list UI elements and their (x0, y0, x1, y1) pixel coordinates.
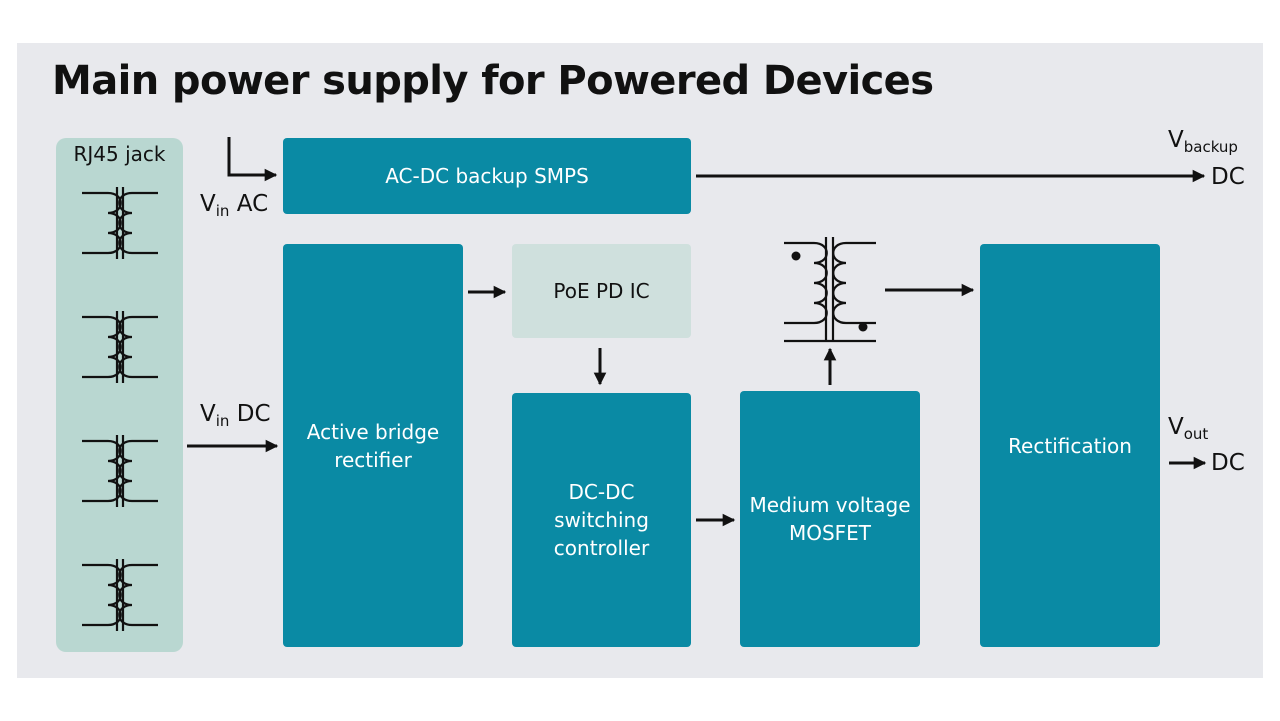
active-bridge-rectifier-block: Active bridge rectifier (283, 244, 463, 647)
active-bridge-label-line-2: rectifier (334, 447, 412, 472)
dc-dc-label-line-1: DC-DC switching (554, 480, 649, 532)
vbackup-unit-label: DC (1211, 164, 1245, 190)
mosfet-label-line-1: Medium voltage (749, 493, 911, 517)
ac-dc-backup-smps-label: AC-DC backup SMPS (385, 164, 589, 188)
rj45-jack-label: RJ45 jack (73, 142, 166, 166)
jack-transformer-icon-1 (80, 185, 160, 261)
poe-pd-ic-block: PoE PD IC (512, 244, 691, 338)
vbackup-label: Vbackup (1168, 127, 1238, 156)
active-bridge-label-line-1: Active bridge (306, 419, 440, 444)
jack-transformer-icon-4 (80, 557, 160, 633)
vout-unit-label: DC (1211, 450, 1245, 476)
isolation-transformer-icon (784, 237, 876, 343)
poe-pd-ic-label: PoE PD IC (553, 279, 650, 303)
vout-label: Vout (1168, 414, 1209, 443)
vin-dc-label: Vin DC (200, 401, 271, 430)
jack-transformer-icon-2 (80, 309, 160, 385)
rectification-block: Rectification (980, 244, 1160, 647)
mosfet-label-line-2: MOSFET (788, 521, 872, 545)
diagram-title: Main power supply for Powered Devices (52, 58, 934, 104)
dc-dc-switching-controller-block: DC-DC switching controller (512, 393, 691, 647)
ac-dc-backup-smps-block: AC-DC backup SMPS (283, 138, 691, 214)
jack-transformer-icon-3 (80, 433, 160, 509)
dc-dc-label-line-2: controller (553, 536, 650, 560)
rectification-label: Rectification (1008, 433, 1132, 458)
vin-ac-label: Vin AC (200, 191, 269, 220)
vin-ac-arrow (227, 137, 278, 182)
